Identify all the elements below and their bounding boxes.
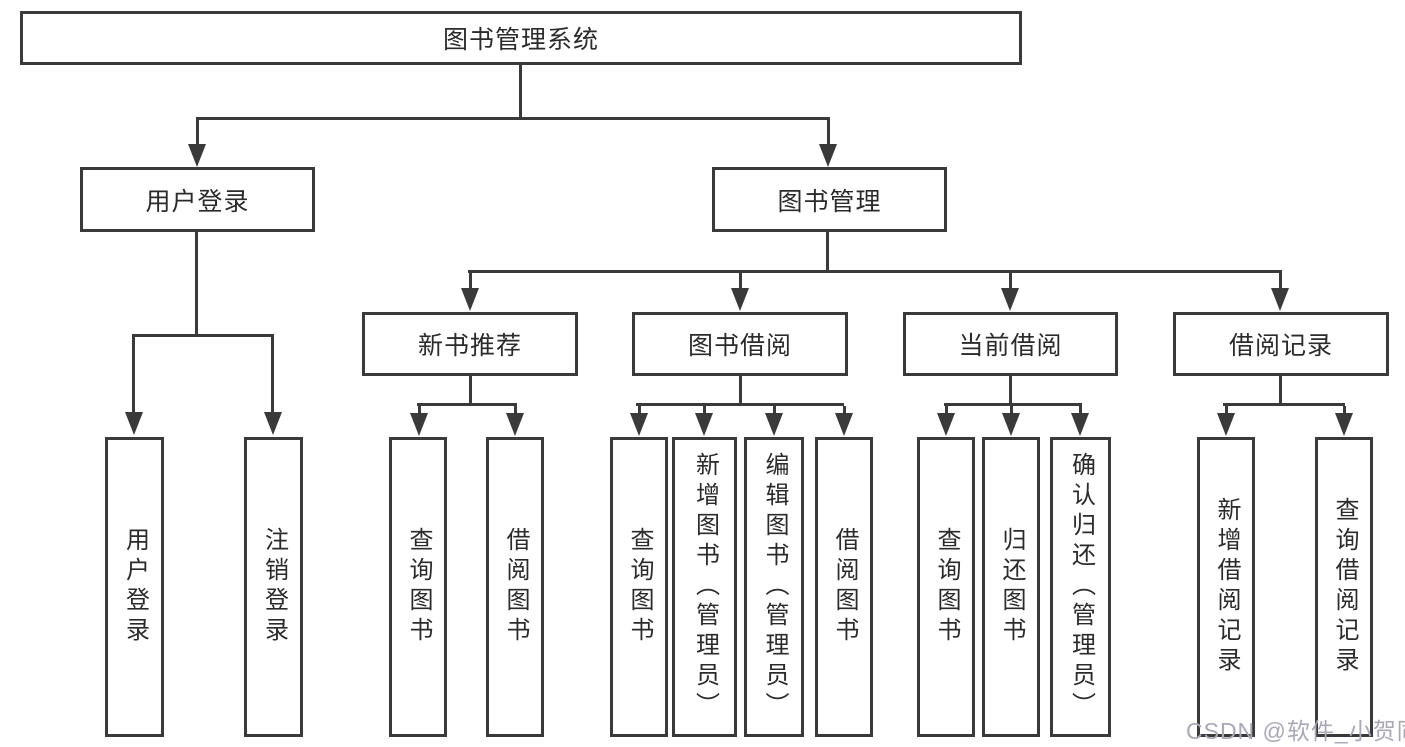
node-user-login: 用户登录 bbox=[80, 167, 315, 232]
leaf-borrowing-borrow-books: 借阅图书 bbox=[815, 437, 873, 737]
leaf-label: 借阅图书 bbox=[502, 527, 529, 647]
arrowhead-icon bbox=[630, 413, 648, 436]
connector-line bbox=[519, 65, 522, 119]
arrowhead-icon bbox=[1335, 413, 1353, 436]
connector-line bbox=[773, 406, 776, 414]
connector-line bbox=[1279, 375, 1282, 406]
leaf-borrowing-add-books-admin: 新增图书（管理员） bbox=[672, 437, 737, 737]
node-label: 借阅记录 bbox=[1228, 332, 1333, 360]
connector-line bbox=[1225, 406, 1228, 414]
connector-line bbox=[196, 117, 830, 120]
leaf-recommend-query-books: 查询图书 bbox=[389, 437, 447, 737]
connector-line bbox=[469, 273, 472, 289]
node-book-management: 图书管理 bbox=[712, 167, 947, 232]
arrowhead-icon bbox=[765, 413, 783, 436]
connector-line bbox=[271, 337, 274, 413]
connector-line bbox=[132, 334, 274, 337]
connector-line bbox=[195, 232, 198, 336]
leaf-label: 查询借阅记录 bbox=[1331, 497, 1358, 677]
watermark-text: CSDN @软件_小贺同学 bbox=[1186, 718, 1405, 744]
leaf-label: 归还图书 bbox=[998, 527, 1025, 647]
connector-line bbox=[826, 232, 829, 273]
leaf-label: 用户登录 bbox=[121, 527, 149, 647]
node-borrowing-records: 借阅记录 bbox=[1173, 312, 1389, 376]
leaf-records-add-borrow-record: 新增借阅记录 bbox=[1197, 437, 1255, 737]
connector-line bbox=[1009, 375, 1012, 406]
connector-line bbox=[132, 337, 135, 413]
connector-line bbox=[827, 120, 830, 145]
node-library-system: 图书管理系统 bbox=[20, 11, 1022, 65]
arrowhead-icon bbox=[731, 288, 749, 311]
leaf-label: 查询图书 bbox=[626, 527, 653, 647]
leaf-label: 编辑图书（管理员） bbox=[761, 452, 788, 722]
connector-line bbox=[418, 406, 421, 414]
leaf-label: 注销登录 bbox=[260, 527, 288, 647]
node-label: 当前借阅 bbox=[958, 332, 1063, 360]
arrowhead-icon bbox=[410, 413, 428, 436]
connector-line bbox=[636, 403, 844, 406]
arrowhead-icon bbox=[506, 413, 524, 436]
node-current-borrowing: 当前借阅 bbox=[903, 312, 1118, 376]
node-book-borrowing: 图书借阅 bbox=[632, 312, 848, 376]
arrowhead-icon bbox=[1217, 413, 1235, 436]
connector-line bbox=[944, 403, 1082, 406]
node-label: 图书管理 bbox=[777, 187, 882, 216]
connector-line bbox=[514, 406, 517, 414]
arrowhead-icon bbox=[461, 288, 479, 311]
connector-line bbox=[843, 406, 846, 414]
node-label: 图书管理系统 bbox=[442, 26, 599, 54]
leaf-label: 新增图书（管理员） bbox=[691, 452, 719, 722]
leaf-current-query-books: 查询图书 bbox=[917, 437, 975, 737]
leaf-label: 查询图书 bbox=[933, 527, 960, 647]
connector-line bbox=[739, 375, 742, 406]
connector-line bbox=[1009, 273, 1012, 289]
connector-line bbox=[1079, 406, 1082, 414]
connector-line bbox=[1343, 406, 1346, 414]
arrowhead-icon bbox=[1271, 288, 1289, 311]
node-label: 图书借阅 bbox=[687, 332, 792, 360]
arrowhead-icon bbox=[1002, 413, 1020, 436]
node-new-book-recommendation: 新书推荐 bbox=[362, 312, 578, 376]
leaf-label: 借阅图书 bbox=[831, 527, 858, 647]
arrowhead-icon bbox=[188, 144, 206, 167]
arrowhead-icon bbox=[937, 413, 955, 436]
leaf-borrowing-query-books: 查询图书 bbox=[610, 437, 668, 737]
connector-line bbox=[196, 120, 199, 145]
leaf-label: 确认归还（管理员） bbox=[1067, 452, 1095, 722]
connector-line bbox=[739, 273, 742, 289]
connector-line bbox=[1223, 403, 1345, 406]
leaf-label: 查询图书 bbox=[405, 527, 432, 647]
leaf-recommend-borrow-books: 借阅图书 bbox=[486, 437, 544, 737]
arrowhead-icon bbox=[264, 412, 282, 435]
connector-line bbox=[417, 403, 517, 406]
leaf-records-query-borrow-record: 查询借阅记录 bbox=[1315, 437, 1373, 737]
arrowhead-icon bbox=[819, 144, 837, 167]
leaf-logout-login: 注销登录 bbox=[244, 437, 303, 737]
leaf-borrowing-edit-books-admin: 编辑图书（管理员） bbox=[744, 437, 804, 737]
arrowhead-icon bbox=[1001, 288, 1019, 311]
leaf-current-confirm-return-admin: 确认归还（管理员） bbox=[1050, 437, 1111, 737]
connector-line bbox=[469, 375, 472, 406]
node-label: 新书推荐 bbox=[417, 332, 522, 360]
connector-line bbox=[945, 406, 948, 414]
connector-line bbox=[1279, 273, 1282, 289]
leaf-user-login: 用户登录 bbox=[105, 437, 164, 737]
connector-line bbox=[1010, 406, 1013, 414]
leaf-label: 新增借阅记录 bbox=[1213, 497, 1240, 677]
arrowhead-icon bbox=[695, 413, 713, 436]
node-label: 用户登录 bbox=[145, 187, 250, 216]
arrowhead-icon bbox=[835, 413, 853, 436]
arrowhead-icon bbox=[1071, 413, 1089, 436]
connector-line bbox=[703, 406, 706, 414]
arrowhead-icon bbox=[125, 412, 143, 435]
connector-line bbox=[468, 270, 1282, 273]
connector-line bbox=[638, 406, 641, 414]
leaf-current-return-books: 归还图书 bbox=[982, 437, 1040, 737]
